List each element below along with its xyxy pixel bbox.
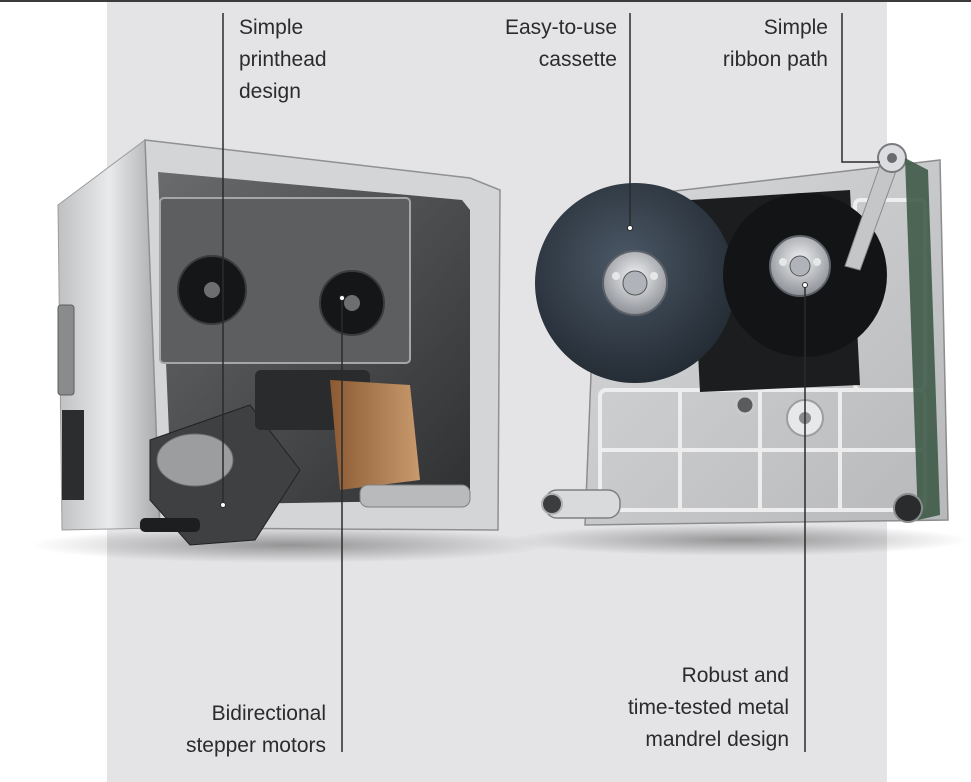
callout-line: cassette <box>538 48 617 71</box>
callout-line: stepper motors <box>185 734 326 757</box>
mandrel-callout: Robust and time-tested metal mandrel des… <box>628 660 789 756</box>
right-printer-unit <box>510 143 970 556</box>
ribbon-leader <box>841 13 880 163</box>
callout-line: ribbon path <box>722 48 828 71</box>
printhead-callout: Simple printhead design <box>239 12 327 108</box>
callout-line: printhead <box>239 48 327 71</box>
cassette-callout: Easy-to-use cassette <box>505 12 617 76</box>
motors-callout: Bidirectional stepper motors <box>186 698 326 762</box>
callout-line: time-tested metal <box>627 696 789 719</box>
callout-line: mandrel design <box>645 728 789 751</box>
callout-line: Easy-to-use <box>504 16 617 39</box>
callout-line: Simple <box>239 16 304 39</box>
callout-line: design <box>239 80 301 103</box>
ribbon-callout: Simple ribbon path <box>723 12 828 76</box>
callout-line: Bidirectional <box>211 702 326 725</box>
callout-line: Simple <box>763 16 828 39</box>
leader-lines <box>222 13 880 752</box>
top-rule <box>0 0 971 2</box>
left-printer-unit <box>30 139 550 563</box>
leader-dots <box>220 225 808 508</box>
callout-line: Robust and <box>681 664 789 687</box>
